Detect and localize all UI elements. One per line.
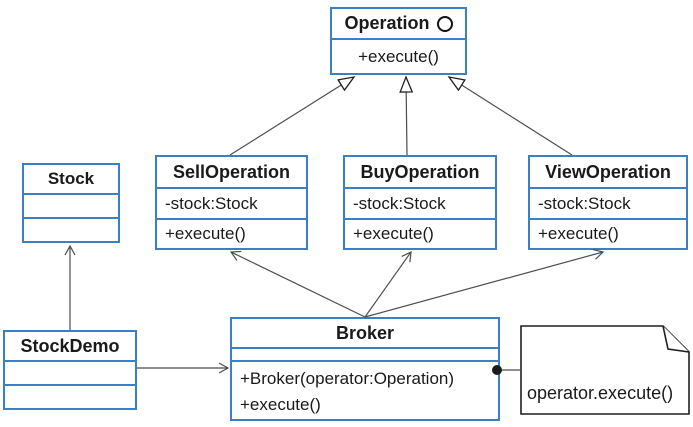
association-broker-to-buy	[364, 250, 412, 318]
class-viewoperation-attribute: -stock:Stock	[530, 187, 686, 218]
generalization-buy-to-operation	[399, 75, 414, 156]
class-buyoperation-method: +execute()	[345, 218, 495, 248]
class-stockdemo-attributes-empty	[5, 360, 135, 384]
class-stock-methods-empty	[24, 217, 118, 241]
class-selloperation-attribute: -stock:Stock	[157, 187, 306, 218]
class-viewoperation-method: +execute()	[530, 218, 686, 248]
class-broker-title: Broker	[335, 322, 395, 343]
class-broker-attributes-empty	[232, 347, 498, 360]
class-selloperation-title: SellOperation	[172, 161, 291, 182]
note-outline	[520, 325, 690, 415]
class-broker-method-constructor: +Broker(operator:Operation)	[240, 369, 455, 388]
class-stock: Stock	[22, 163, 120, 243]
class-stock-title: Stock	[47, 169, 95, 188]
class-selloperation-method: +execute()	[157, 218, 306, 248]
class-stockdemo-title: StockDemo	[20, 335, 120, 356]
class-broker-method-execute: +execute()	[240, 395, 321, 414]
class-stock-attributes-empty	[24, 193, 118, 217]
class-broker-methods: +Broker(operator:Operation) +execute()	[232, 360, 498, 419]
class-operation: Operation +execute()	[330, 7, 467, 75]
class-broker: Broker +Broker(operator:Operation) +exec…	[230, 317, 500, 421]
uml-note: operator.execute()	[520, 325, 690, 415]
class-viewoperation-title: ViewOperation	[545, 161, 671, 182]
class-buyoperation: BuyOperation -stock:Stock +execute()	[343, 155, 497, 250]
class-selloperation: SellOperation -stock:Stock +execute()	[155, 155, 308, 250]
class-buyoperation-attribute: -stock:Stock	[345, 187, 495, 218]
generalization-sell-to-operation	[229, 76, 356, 156]
association-broker-to-sell	[229, 250, 366, 318]
generalization-view-to-operation	[447, 76, 573, 156]
note-fold-icon	[662, 325, 690, 353]
class-operation-title-text: Operation	[344, 13, 430, 33]
class-buyoperation-title: BuyOperation	[360, 161, 480, 182]
class-operation-title: Operation	[332, 9, 465, 38]
note-text: operator.execute()	[527, 383, 674, 403]
class-stockdemo-methods-empty	[5, 384, 135, 408]
note-shape	[520, 325, 690, 415]
class-stockdemo: StockDemo	[3, 330, 137, 410]
class-viewoperation: ViewOperation -stock:Stock +execute()	[528, 155, 688, 250]
class-operation-method: +execute()	[332, 38, 465, 73]
interface-circle-icon	[436, 15, 453, 32]
association-broker-to-view	[364, 248, 605, 318]
